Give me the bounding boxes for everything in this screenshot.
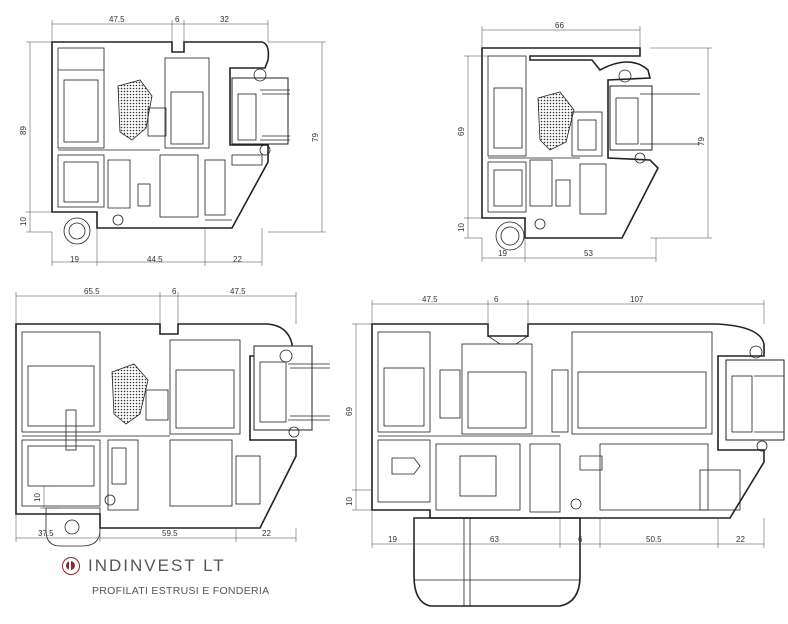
dim-b-left-2: 10 — [457, 223, 466, 232]
dim-d-top-1: 47.5 — [422, 295, 438, 304]
dim-a-top-3: 32 — [220, 15, 229, 24]
dim-c-top-2: 6 — [172, 287, 177, 296]
dim-d-left-2: 10 — [345, 497, 354, 506]
brand-name: INDINVEST LT — [88, 556, 226, 575]
section-a-profile — [51, 41, 290, 245]
section-d-profile — [371, 323, 785, 607]
section-c-profile — [15, 323, 330, 547]
section-b-profile — [481, 47, 700, 251]
section-b-dimensions: 66 69 10 79 19 53 — [457, 21, 712, 262]
dim-a-left-2: 10 — [19, 217, 28, 226]
dim-d-top-3: 107 — [630, 295, 644, 304]
dim-b-right-1: 79 — [697, 137, 706, 146]
dim-d-bottom-3: 6 — [578, 535, 583, 544]
dim-c-top-3: 47.5 — [230, 287, 246, 296]
dim-c-bottom-3: 22 — [262, 529, 271, 538]
dim-d-top-2: 6 — [494, 295, 499, 304]
dim-a-top-1: 47.5 — [109, 15, 125, 24]
dim-d-left-1: 69 — [345, 407, 354, 416]
dim-d-bottom-2: 63 — [490, 535, 499, 544]
dim-b-bottom-1: 19 — [498, 249, 507, 258]
brand-tagline: PROFILATI ESTRUSI E FONDERIA — [92, 585, 270, 597]
dim-d-bottom-5: 22 — [736, 535, 745, 544]
dim-a-right-1: 79 — [311, 133, 320, 142]
section-a-dimensions: 47.5 6 32 89 10 79 19 44.5 22 — [19, 15, 326, 266]
dim-c-top-1: 65.5 — [84, 287, 100, 296]
dim-a-bottom-1: 19 — [70, 255, 79, 264]
dim-c-bottom-2: 59.5 — [162, 529, 178, 538]
dim-a-top-2: 6 — [175, 15, 180, 24]
brand-logo: INDINVEST LT — [62, 556, 226, 576]
dim-d-bottom-4: 50.5 — [646, 535, 662, 544]
section-c-dimensions: 65.5 6 47.5 10 37.5 59.5 22 — [15, 287, 297, 542]
dim-a-left-1: 89 — [19, 126, 28, 135]
dim-a-bottom-3: 22 — [233, 255, 242, 264]
dim-b-left-1: 69 — [457, 127, 466, 136]
dim-b-top-1: 66 — [555, 21, 564, 30]
section-d-dimensions: 47.5 6 107 69 10 19 63 6 50.5 22 — [345, 295, 765, 548]
dim-c-left-1: 10 — [33, 493, 42, 502]
dim-c-bottom-1: 37.5 — [38, 529, 54, 538]
dim-a-bottom-2: 44.5 — [147, 255, 163, 264]
brand-mark-icon — [62, 557, 80, 575]
dim-b-bottom-2: 53 — [584, 249, 593, 258]
dim-d-bottom-1: 19 — [388, 535, 397, 544]
